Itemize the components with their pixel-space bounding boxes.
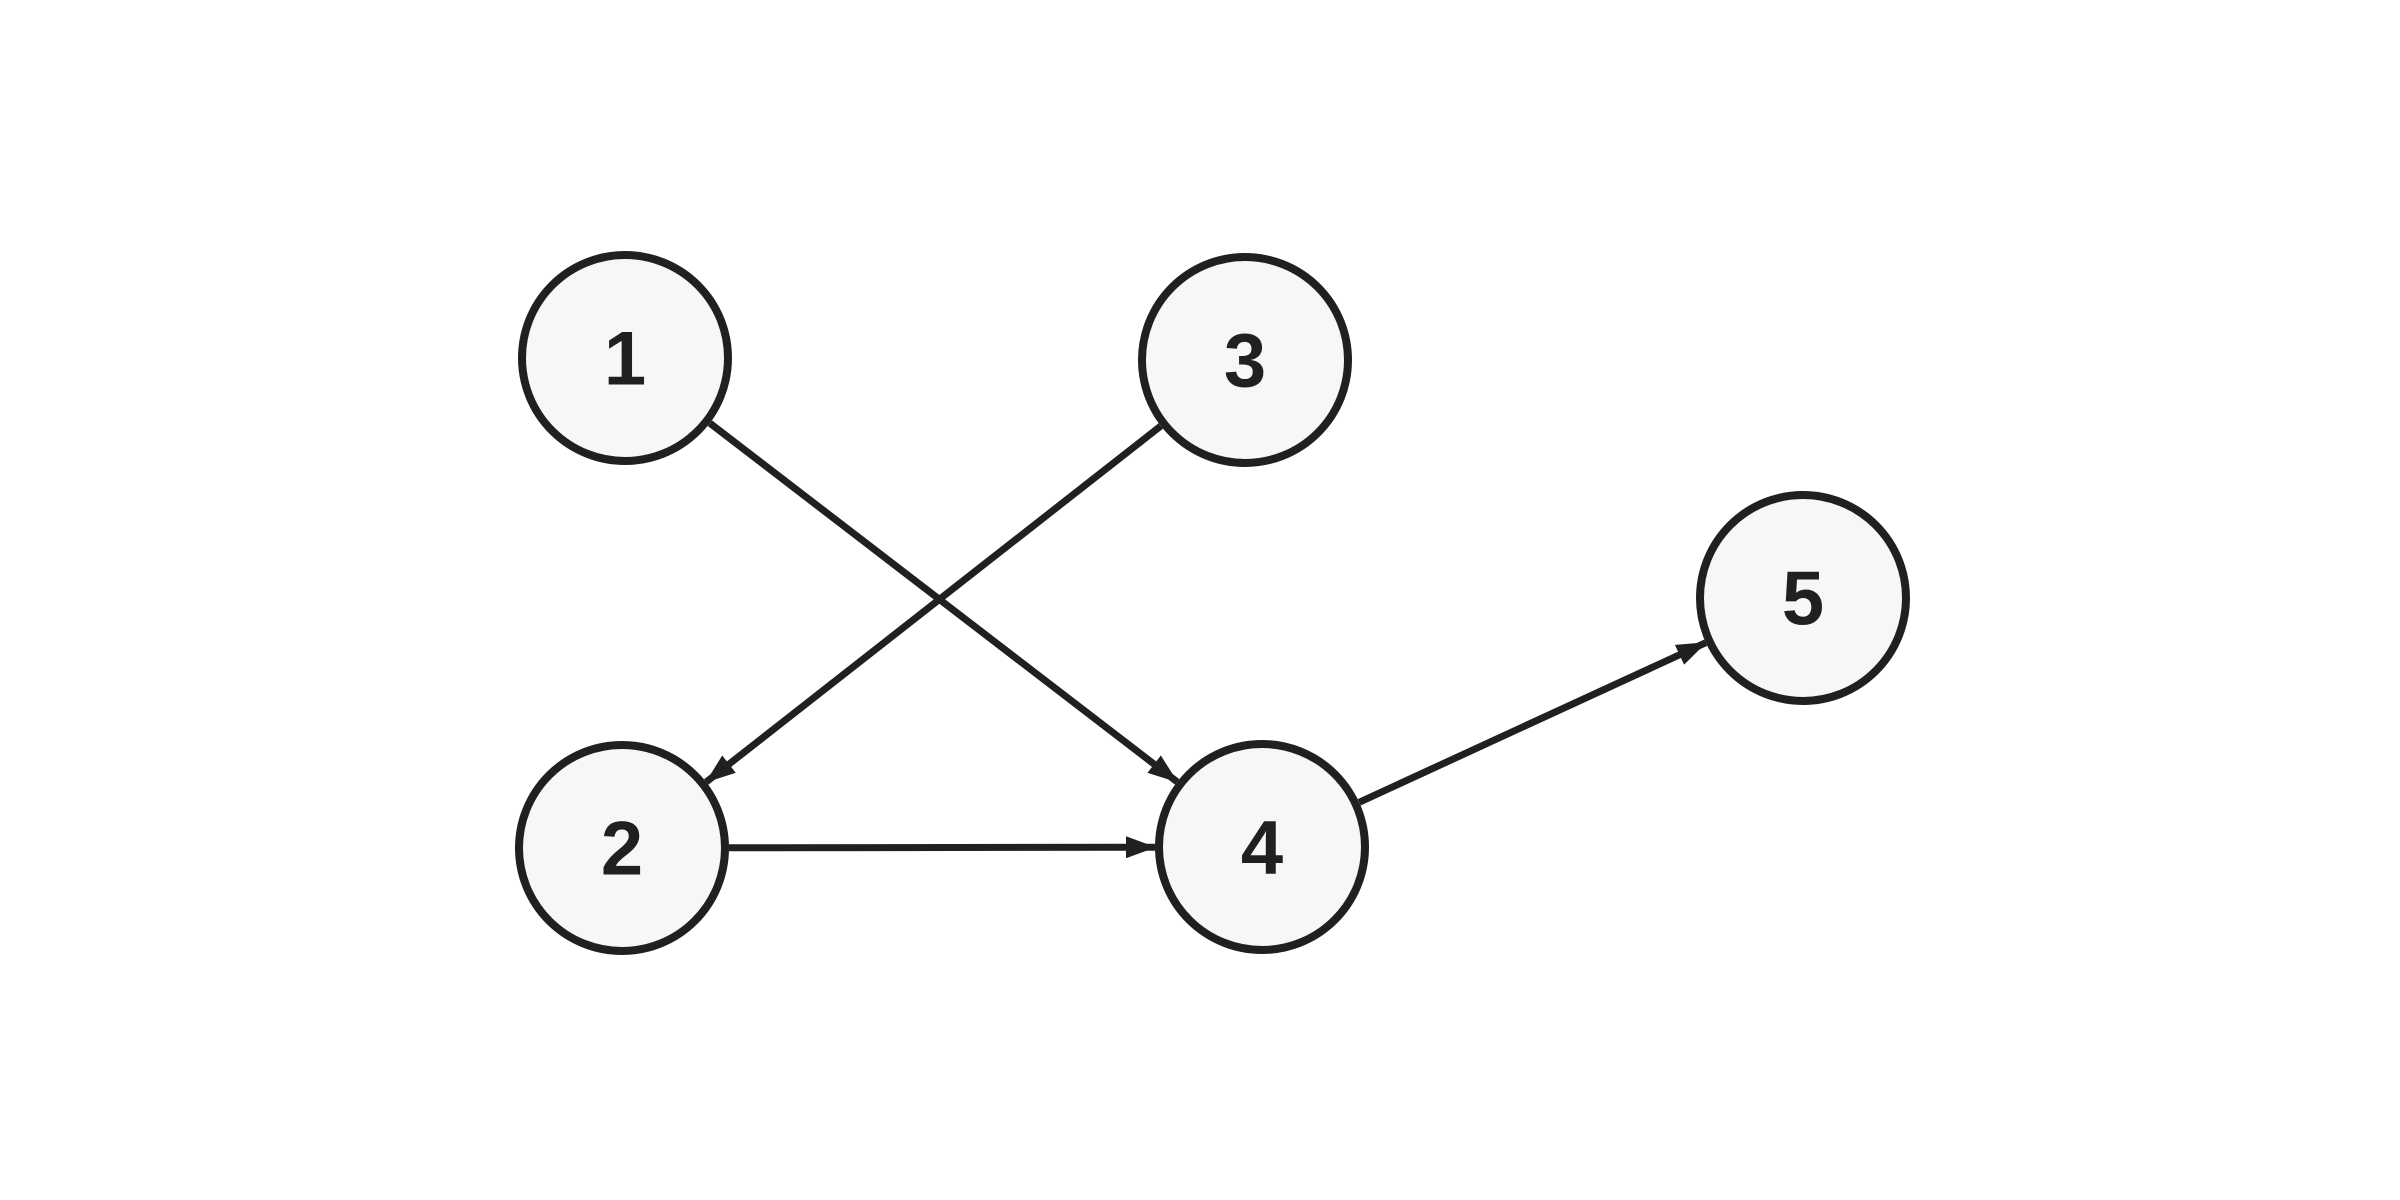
- edge-3-2: [704, 423, 1163, 785]
- node-label-5: 5: [1782, 557, 1824, 642]
- node-circle-4[interactable]: [1155, 740, 1369, 954]
- node-5[interactable]: 5: [1696, 491, 1910, 705]
- node-label-4: 4: [1241, 806, 1283, 891]
- edge-1-4: [707, 420, 1180, 785]
- node-3[interactable]: 3: [1138, 253, 1352, 467]
- edge-2-4: [728, 836, 1156, 859]
- node-circle-1[interactable]: [518, 251, 732, 465]
- node-circle-5[interactable]: [1696, 491, 1910, 705]
- node-1[interactable]: 1: [518, 251, 732, 465]
- node-2[interactable]: 2: [515, 741, 729, 955]
- node-label-2: 2: [601, 807, 643, 892]
- node-label-3: 3: [1224, 319, 1266, 404]
- node-4[interactable]: 4: [1155, 740, 1369, 954]
- node-circle-3[interactable]: [1138, 253, 1352, 467]
- edge-4-5: [1357, 639, 1708, 806]
- node-circle-2[interactable]: [515, 741, 729, 955]
- node-label-1: 1: [604, 317, 646, 402]
